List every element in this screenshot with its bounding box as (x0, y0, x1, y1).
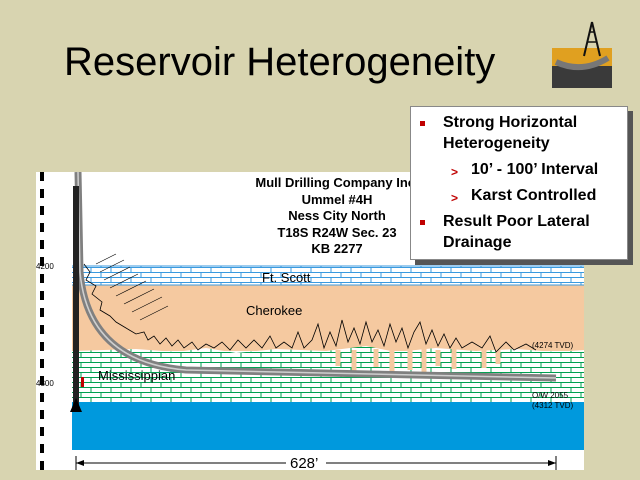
aquifer-layer (72, 402, 584, 450)
ft-scott-label: Ft. Scott (262, 270, 311, 285)
mississippian-label: Mississippian (98, 368, 175, 383)
cherokee-label: Cherokee (246, 303, 302, 318)
deviation-hatch (95, 253, 169, 321)
ow-label: O/W 2055 (532, 391, 569, 400)
arrow-bullet-icon: > (451, 191, 459, 205)
bullet-marker-icon (420, 121, 425, 126)
cherokee-layer (72, 285, 584, 351)
bullet-marker-icon (420, 220, 425, 225)
ft-scott-layer (72, 266, 584, 285)
tvd-bottom-label: (4312 TVD) (532, 401, 574, 410)
depth-label-4300: 4300 (36, 379, 54, 388)
well-bottom-marker (70, 398, 82, 412)
bullet-interval: 10’ - 100’ Interval (471, 161, 599, 178)
gamma-ray-log-trace (83, 263, 537, 353)
tvd-top-label: (4274 TVD) (532, 341, 574, 350)
arrow-bullet-icon: > (451, 165, 459, 179)
slide-title: Reservoir Heterogeneity (64, 40, 496, 84)
depth-label-4200: 4200 (36, 262, 54, 271)
bullet-list: Strong Horizontal Heterogeneity > 10’ - … (410, 106, 628, 260)
oil-well-logo-icon (552, 21, 612, 88)
length-label: 628’ (290, 455, 318, 470)
well-cross-section-diagram: 4200 4300 Ft. Scott Cherokee Mississippi… (36, 172, 584, 470)
bullet-heterogeneity: Strong Horizontal Heterogeneity (443, 114, 578, 152)
bullet-karst: Karst Controlled (471, 187, 597, 204)
bullet-drainage: Result Poor Lateral Drainage (443, 213, 590, 251)
karst-zones (335, 349, 501, 375)
perforation-marker (81, 377, 84, 387)
